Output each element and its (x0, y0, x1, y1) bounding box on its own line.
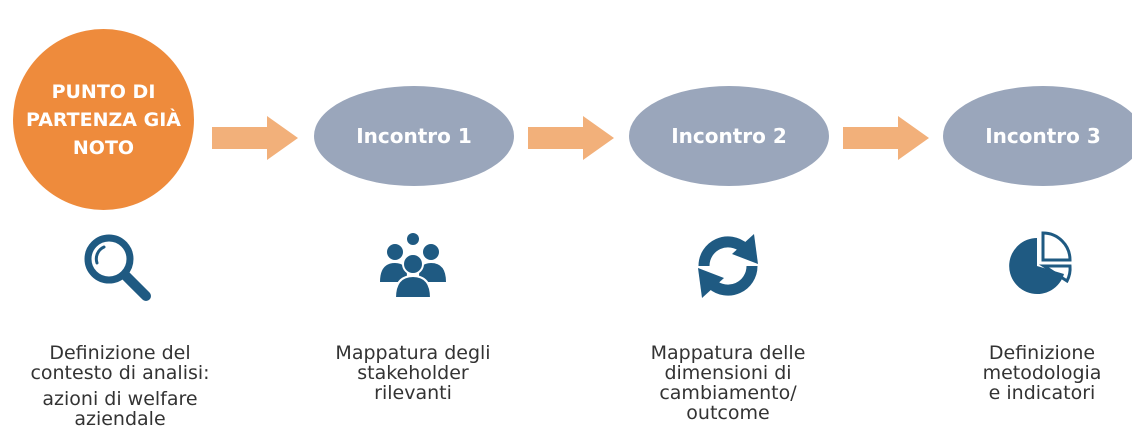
flow-arrow-1 (212, 116, 298, 160)
step-1-description: Mappatura degli stakeholder rilevanti (293, 343, 533, 403)
start-circle: PUNTO DI PARTENZA GIÀ NOTO (13, 29, 194, 210)
flow-arrow-3 (843, 116, 929, 160)
step-ellipse-2: Incontro 2 (629, 86, 829, 186)
start-line-2: PARTENZA GIÀ (26, 108, 181, 131)
step2-desc-line-3: cambiamento/ (659, 382, 797, 404)
step-label-1: Incontro 1 (356, 124, 472, 148)
step-ellipse-3: Incontro 3 (943, 86, 1132, 186)
step-2-description: Mappatura delle dimensioni di cambiament… (608, 343, 848, 423)
people-group-icon (380, 233, 446, 299)
step2-desc-line-1: Mappatura delle (650, 342, 806, 364)
flow-arrow-2 (528, 116, 614, 160)
start-desc-line-4: aziendale (74, 408, 166, 430)
step-label-2: Incontro 2 (671, 124, 787, 148)
step2-desc-line-2: dimensioni di (664, 362, 792, 384)
start-desc-line-3: azioni di welfare (42, 388, 198, 410)
start-desc-line-1: Definizione del (49, 342, 191, 364)
step-ellipse-1: Incontro 1 (314, 86, 514, 186)
start-description: Definizione del contesto di analisi: azi… (0, 343, 240, 429)
step1-desc-line-3: rilevanti (374, 382, 452, 404)
step1-desc-line-1: Mappatura degli (335, 342, 491, 364)
pie-chart-icon (1009, 231, 1072, 294)
step1-desc-line-2: stakeholder (357, 362, 469, 384)
step-3-description: Definizione metodologia e indicatori (922, 343, 1132, 403)
step2-desc-line-4: outcome (686, 402, 770, 424)
step3-desc-line-2: metodologia (982, 362, 1102, 384)
start-line-1: PUNTO DI (51, 80, 156, 103)
magnifier-icon (84, 234, 151, 301)
step3-desc-line-1: Definizione (988, 342, 1096, 364)
step3-desc-line-3: e indicatori (988, 382, 1096, 404)
start-desc-line-2: contesto di analisi: (30, 362, 210, 384)
start-line-3: NOTO (72, 136, 135, 159)
step-label-3: Incontro 3 (985, 124, 1101, 148)
refresh-arrows-icon (698, 234, 758, 298)
